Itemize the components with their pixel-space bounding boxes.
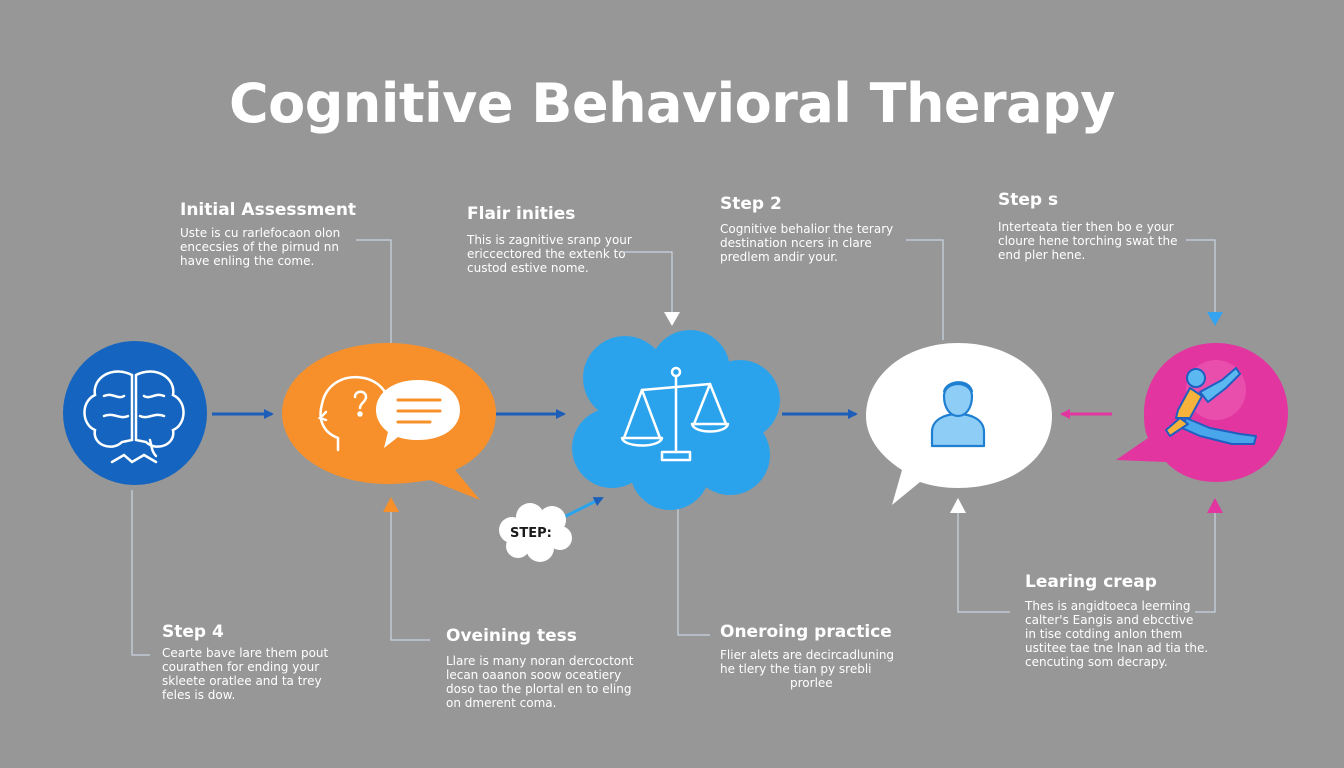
node-chat [282,343,496,500]
step-title-oneroing-practice: Oneroing practice [720,622,892,642]
arrowhead-down-flair [664,312,680,326]
connector-oneroing-practice [677,505,710,636]
node-pink [1116,343,1288,482]
connector-initial-assessment [356,239,392,343]
connector-lines [131,239,1216,656]
head-question-icon [317,375,392,452]
chat-lines-icon [376,380,460,448]
step-burst-bubble: STEP: [499,503,572,562]
step-title-step-3: Step ѕ [998,190,1059,210]
arrowhead-up-oveining [383,497,399,512]
connector-step-4 [131,490,150,656]
node-brain [63,341,207,485]
connector-step-2 [906,239,944,340]
connector-step-3 [1186,239,1216,312]
step-bubble-label: STEP: [510,526,552,541]
page-title: Cognitive Behavioral Therapy [229,72,1115,135]
connector-learing-creap-right [1195,512,1216,613]
brain-icon [83,370,185,464]
node-cloud [572,330,780,510]
step-title-flair-inities: Flair inities [467,204,576,224]
arrowhead-up-learing [950,498,966,513]
node-speech [866,343,1052,505]
step-title-initial-assessment: Initial Assessment [180,200,357,220]
step-title-learing-creap: Learing creap [1025,572,1157,592]
step-title-step-2: Step 2 [720,194,782,214]
arrowhead-down-step3 [1207,312,1223,326]
step-title-oveining-tess: Oveining tess [446,626,577,646]
step-title-step-4: Step 4 [162,622,224,642]
connector-oveining-tess [390,510,430,641]
person-icon [930,381,986,448]
connector-learing-creap-left [957,512,1010,613]
connector-flair-inities [622,251,673,312]
balance-scale-icon [620,366,730,462]
flow-arrow-step-bubble [561,496,604,520]
arrowhead-up-pink [1207,498,1223,513]
falling-person-icon [1165,367,1257,445]
